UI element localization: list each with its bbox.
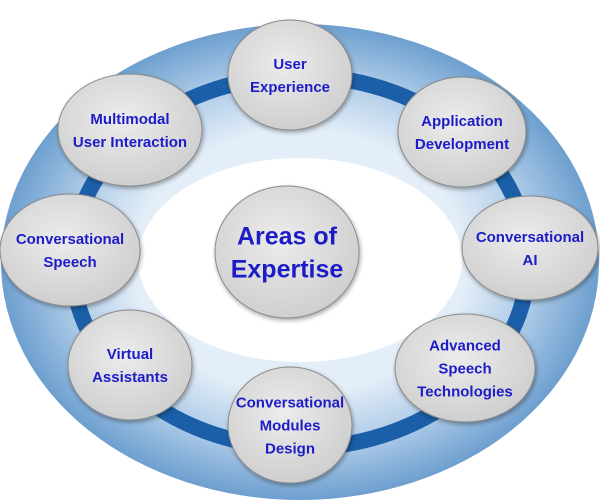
center-node-label-line: Expertise [231,255,344,283]
center-node-label-line: Areas of [237,222,338,250]
node-advanced-speech-technologies-label-line: Advanced [429,337,501,354]
node-user-experience-circle [227,19,353,131]
node-virtual-assistants-circle [67,309,193,421]
node-advanced-speech-technologies-label-line: Speech [438,360,491,377]
node-advanced-speech-technologies-circle [394,313,536,423]
node-conversational-modules-design-label-line: Conversational [236,394,344,411]
node-user-experience-label-line: User [273,56,307,73]
node-advanced-speech-technologies-label-line: Technologies [417,383,513,400]
node-conversational-modules-design-label-line: Modules [260,417,321,434]
node-virtual-assistants-label-line: Virtual [107,346,153,363]
center-node-circle [214,185,360,319]
node-conversational-speech-label-line: Speech [43,254,96,271]
node-application-development-label-line: Development [415,136,509,153]
node-conversational-modules-design-label-line: Design [265,440,315,457]
node-conversational-modules-design-circle [227,366,353,484]
node-multimodal-user-interaction-label-line: Multimodal [90,111,169,128]
node-conversational-ai-label-line: AI [523,252,538,269]
node-conversational-ai-circle [461,195,599,301]
node-application-development-circle [397,76,527,188]
node-multimodal-user-interaction-label-line: User Interaction [73,134,187,151]
node-conversational-speech-circle [0,193,141,307]
node-user-experience-label-line: Experience [250,79,330,96]
node-conversational-speech-label-line: Conversational [16,231,124,248]
node-multimodal-user-interaction-circle [57,73,203,187]
node-conversational-ai-label-line: Conversational [476,229,584,246]
center-node: Areas of Expertise [214,185,360,319]
node-virtual-assistants-label-line: Assistants [92,369,168,386]
node-application-development-label-line: Application [421,113,503,130]
